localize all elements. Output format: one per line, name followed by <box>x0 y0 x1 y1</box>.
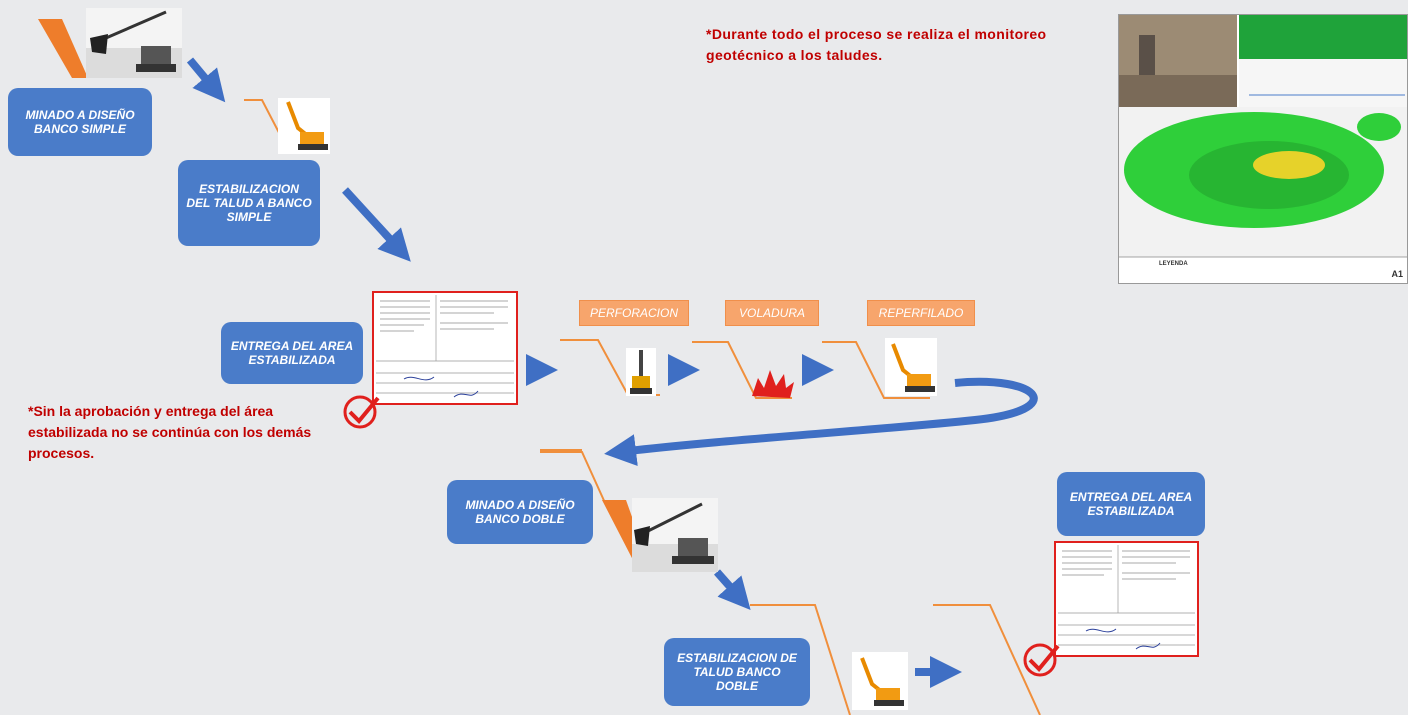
step-estabilizacion-doble: ESTABILIZACION DE TALUD BANCO DOBLE <box>664 638 810 706</box>
excavator-icon-2 <box>885 338 937 396</box>
excavator-icon-3 <box>852 652 908 710</box>
arrow-1 <box>186 57 226 103</box>
step-entrega-1: ENTREGA DEL AREA ESTABILIZADA <box>221 322 363 384</box>
note-approval: *Sin la aprobación y entrega del área es… <box>28 403 312 461</box>
drill-rig-icon <box>626 348 656 396</box>
step-minado-doble: MINADO A DISEÑO BANCO DOBLE <box>447 480 593 544</box>
shovel-icon-2 <box>632 498 718 572</box>
step-line-minado-doble <box>540 451 607 506</box>
geotechnical-monitoring-map: LEYENDA A1 <box>1118 14 1408 284</box>
step-line-vol <box>692 341 792 399</box>
blast-icon <box>748 368 796 400</box>
map-legend-title: LEYENDA <box>1159 261 1188 267</box>
check-icon <box>342 392 382 432</box>
approval-document-2 <box>1054 541 1199 657</box>
tag-reperfilado: REPERFILADO <box>867 300 975 326</box>
step-line-estab-doble <box>750 604 851 715</box>
step-estabilizacion-simple: ESTABILIZACION DEL TALUD A BANCO SIMPLE <box>178 160 320 246</box>
step-minado-simple: MINADO A DISEÑO BANCO SIMPLE <box>8 88 152 156</box>
note-monitoring: *Durante todo el proceso se realiza el m… <box>706 26 1047 63</box>
step-ramp-1 <box>38 19 88 78</box>
step-line-entrega-2 <box>933 604 1041 715</box>
map-sheet-label: A1 <box>1391 269 1403 279</box>
tag-perforacion: PERFORACION <box>579 300 689 326</box>
shovel-icon <box>86 8 182 78</box>
step-line-reperf <box>822 341 930 399</box>
arrow-6 <box>714 569 751 610</box>
excavator-icon <box>278 98 330 154</box>
check-icon-2 <box>1022 640 1062 680</box>
arrow-2 <box>342 187 411 262</box>
tag-voladura: VOLADURA <box>725 300 819 326</box>
approval-document <box>372 291 518 405</box>
step-entrega-2: ENTREGA DEL AREA ESTABILIZADA <box>1057 472 1205 536</box>
arrow-return <box>604 377 1038 466</box>
